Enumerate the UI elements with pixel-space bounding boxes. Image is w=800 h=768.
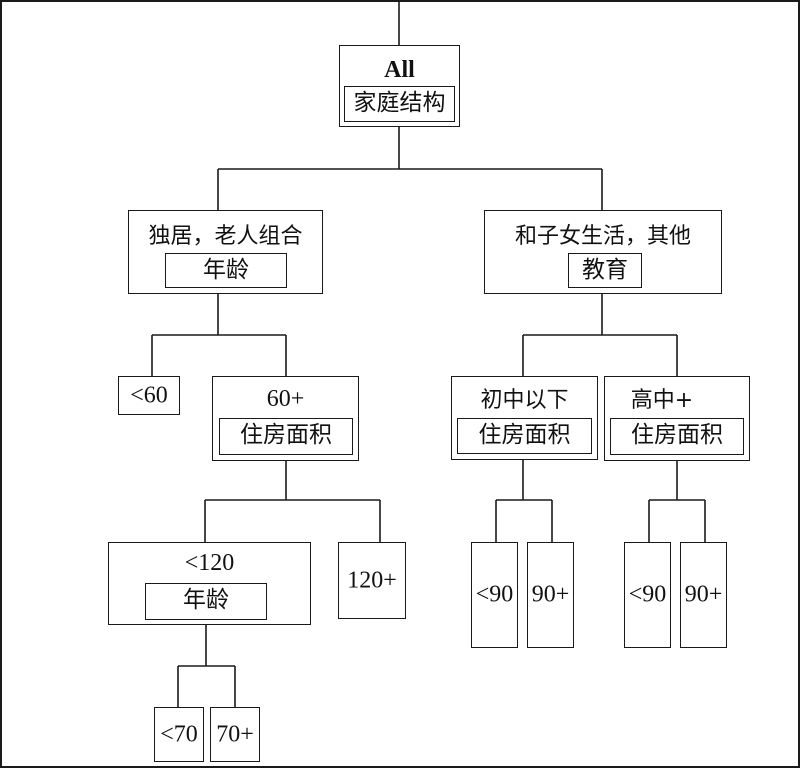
node-living-alone-elderly: 独居，老人组合 年龄 (128, 210, 323, 294)
node-age-70plus: 70+ (210, 707, 260, 762)
node-edu-high-area-lt90-label: <90 (628, 581, 667, 608)
node-area-lt120: <120 年龄 (108, 542, 311, 625)
node-edu-high-school-plus: 高中+ 住房面积 (604, 376, 750, 461)
node-edu-high-school-plus-split: 住房面积 (610, 418, 744, 455)
node-with-children-other: 和子女生活，其他 教育 (484, 210, 722, 294)
node-age-lt60: <60 (118, 376, 180, 415)
node-with-children-other-label: 和子女生活，其他 (514, 224, 691, 249)
node-age-lt70: <70 (154, 707, 204, 762)
node-edu-middle-or-below-split: 住房面积 (457, 418, 592, 454)
node-age-lt70-label: <70 (160, 721, 198, 747)
node-area-lt120-split: 年龄 (145, 583, 267, 620)
node-edu-high-area-90plus: 90+ (680, 542, 727, 648)
node-edu-high-area-lt90: <90 (624, 542, 671, 648)
node-living-alone-elderly-split: 年龄 (165, 253, 287, 288)
node-with-children-other-split: 教育 (568, 253, 642, 288)
node-edu-high-school-plus-label: 高中+ (630, 388, 694, 413)
node-area-lt120-label: <120 (184, 550, 235, 576)
node-age-lt60-label: <60 (130, 382, 168, 408)
node-edu-middle-or-below-label: 初中以下 (480, 388, 569, 413)
node-root-split: 家庭结构 (344, 86, 455, 122)
node-age-70plus-label: 70+ (216, 721, 254, 747)
node-living-alone-elderly-label: 独居，老人组合 (148, 224, 303, 249)
node-age-60plus-split: 住房面积 (219, 418, 353, 455)
node-edu-low-area-lt90: <90 (471, 542, 518, 648)
node-edu-low-area-lt90-label: <90 (475, 581, 514, 608)
node-area-120plus: 120+ (338, 542, 406, 619)
node-root: All 家庭结构 (339, 45, 460, 127)
node-root-label: All (384, 57, 415, 83)
node-age-60plus-label: 60+ (266, 386, 305, 412)
node-area-120plus-label: 120+ (347, 567, 397, 593)
node-edu-high-area-90plus-label: 90+ (684, 581, 723, 608)
node-age-60plus: 60+ 住房面积 (212, 376, 359, 461)
node-edu-low-area-90plus: 90+ (527, 542, 574, 648)
node-edu-low-area-90plus-label: 90+ (531, 581, 570, 608)
node-edu-middle-or-below: 初中以下 住房面积 (451, 376, 598, 460)
